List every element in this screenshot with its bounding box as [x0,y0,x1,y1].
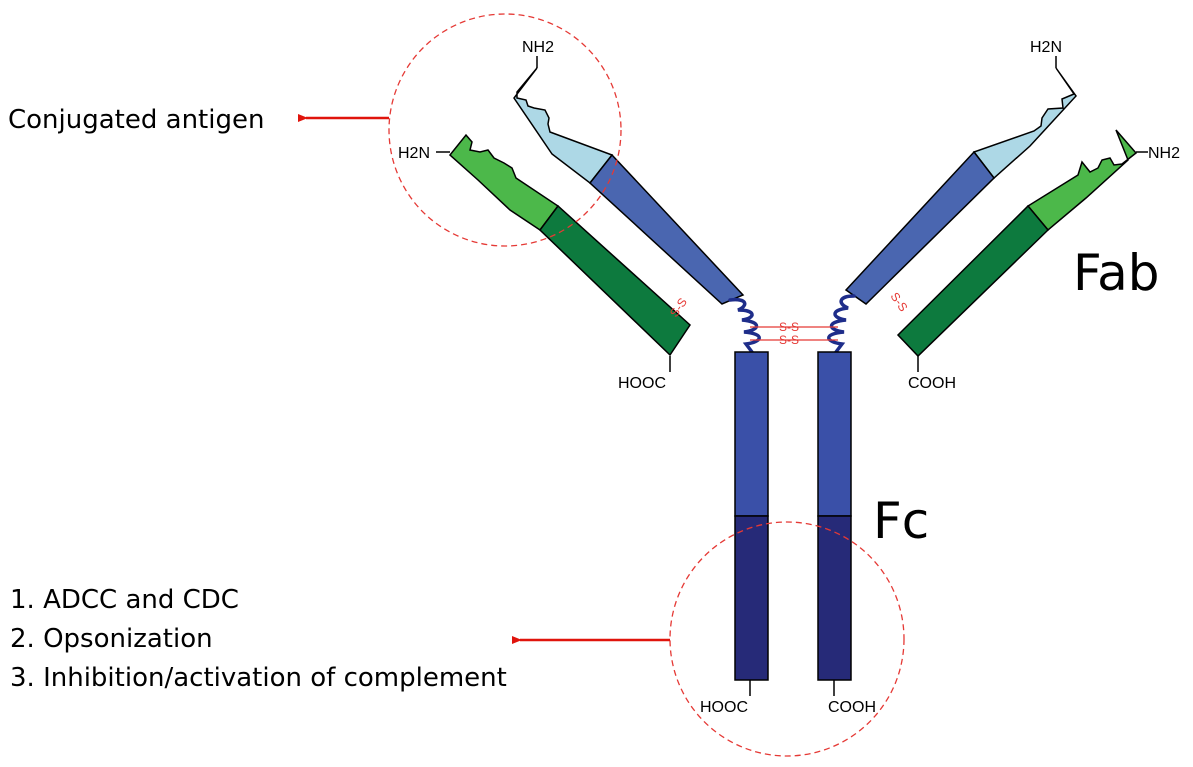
fc-right-upper-domain [817,351,852,517]
fc-region-label: Fc [873,492,929,550]
right-heavy-constant-domain [844,150,995,305]
fc-right-heavy-chain [817,351,852,681]
right-interchain-ss-bond: S-S [888,290,911,314]
fc-right-c-terminus: COOH [828,699,876,716]
fc-left-upper-domain [734,351,769,517]
right-light-n-terminus: NH2 [1148,145,1180,162]
fc-right-lower-domain [817,515,852,681]
fc-effector-region-highlight [669,521,905,757]
right-hinge-coil [827,294,856,354]
right-heavy-variable-domain [972,67,1077,180]
fab-region-label: Fab [1073,244,1160,302]
effector-function-2: 2. Opsonization [10,624,213,654]
hinge-ss-bond-2: S-S [779,333,799,347]
conjugated-antigen-label: Conjugated antigen [8,105,264,135]
left-light-chain [448,133,691,357]
left-hinge-coil [728,297,761,354]
left-light-variable-domain [448,133,560,232]
hinge-region [728,294,856,354]
effector-function-3: 3. Inhibition/activation of complement [10,663,507,693]
left-heavy-chain [513,67,745,305]
left-heavy-variable-domain [513,67,614,185]
left-light-constant-domain [539,204,691,357]
fc-left-lower-domain [734,515,769,681]
right-light-chain [896,129,1138,358]
disulfide-bonds: S-S S-S S-S S-S [667,290,911,347]
fc-left-c-terminus: HOOC [700,699,748,716]
fc-left-heavy-chain [734,351,769,681]
left-heavy-constant-domain [588,153,745,305]
right-light-c-terminus: COOH [908,375,956,392]
left-light-c-terminus: HOOC [618,375,666,392]
left-light-n-terminus: H2N [398,145,430,162]
antigen-binding-site-highlight [388,13,622,247]
left-heavy-n-terminus: NH2 [522,39,554,56]
termini-stubs [436,56,1148,696]
right-light-variable-domain [1026,129,1138,232]
right-heavy-chain [844,67,1077,305]
effector-function-1: 1. ADCC and CDC [10,585,239,615]
right-heavy-n-terminus: H2N [1030,39,1062,56]
hinge-ss-bond-1: S-S [779,320,799,334]
